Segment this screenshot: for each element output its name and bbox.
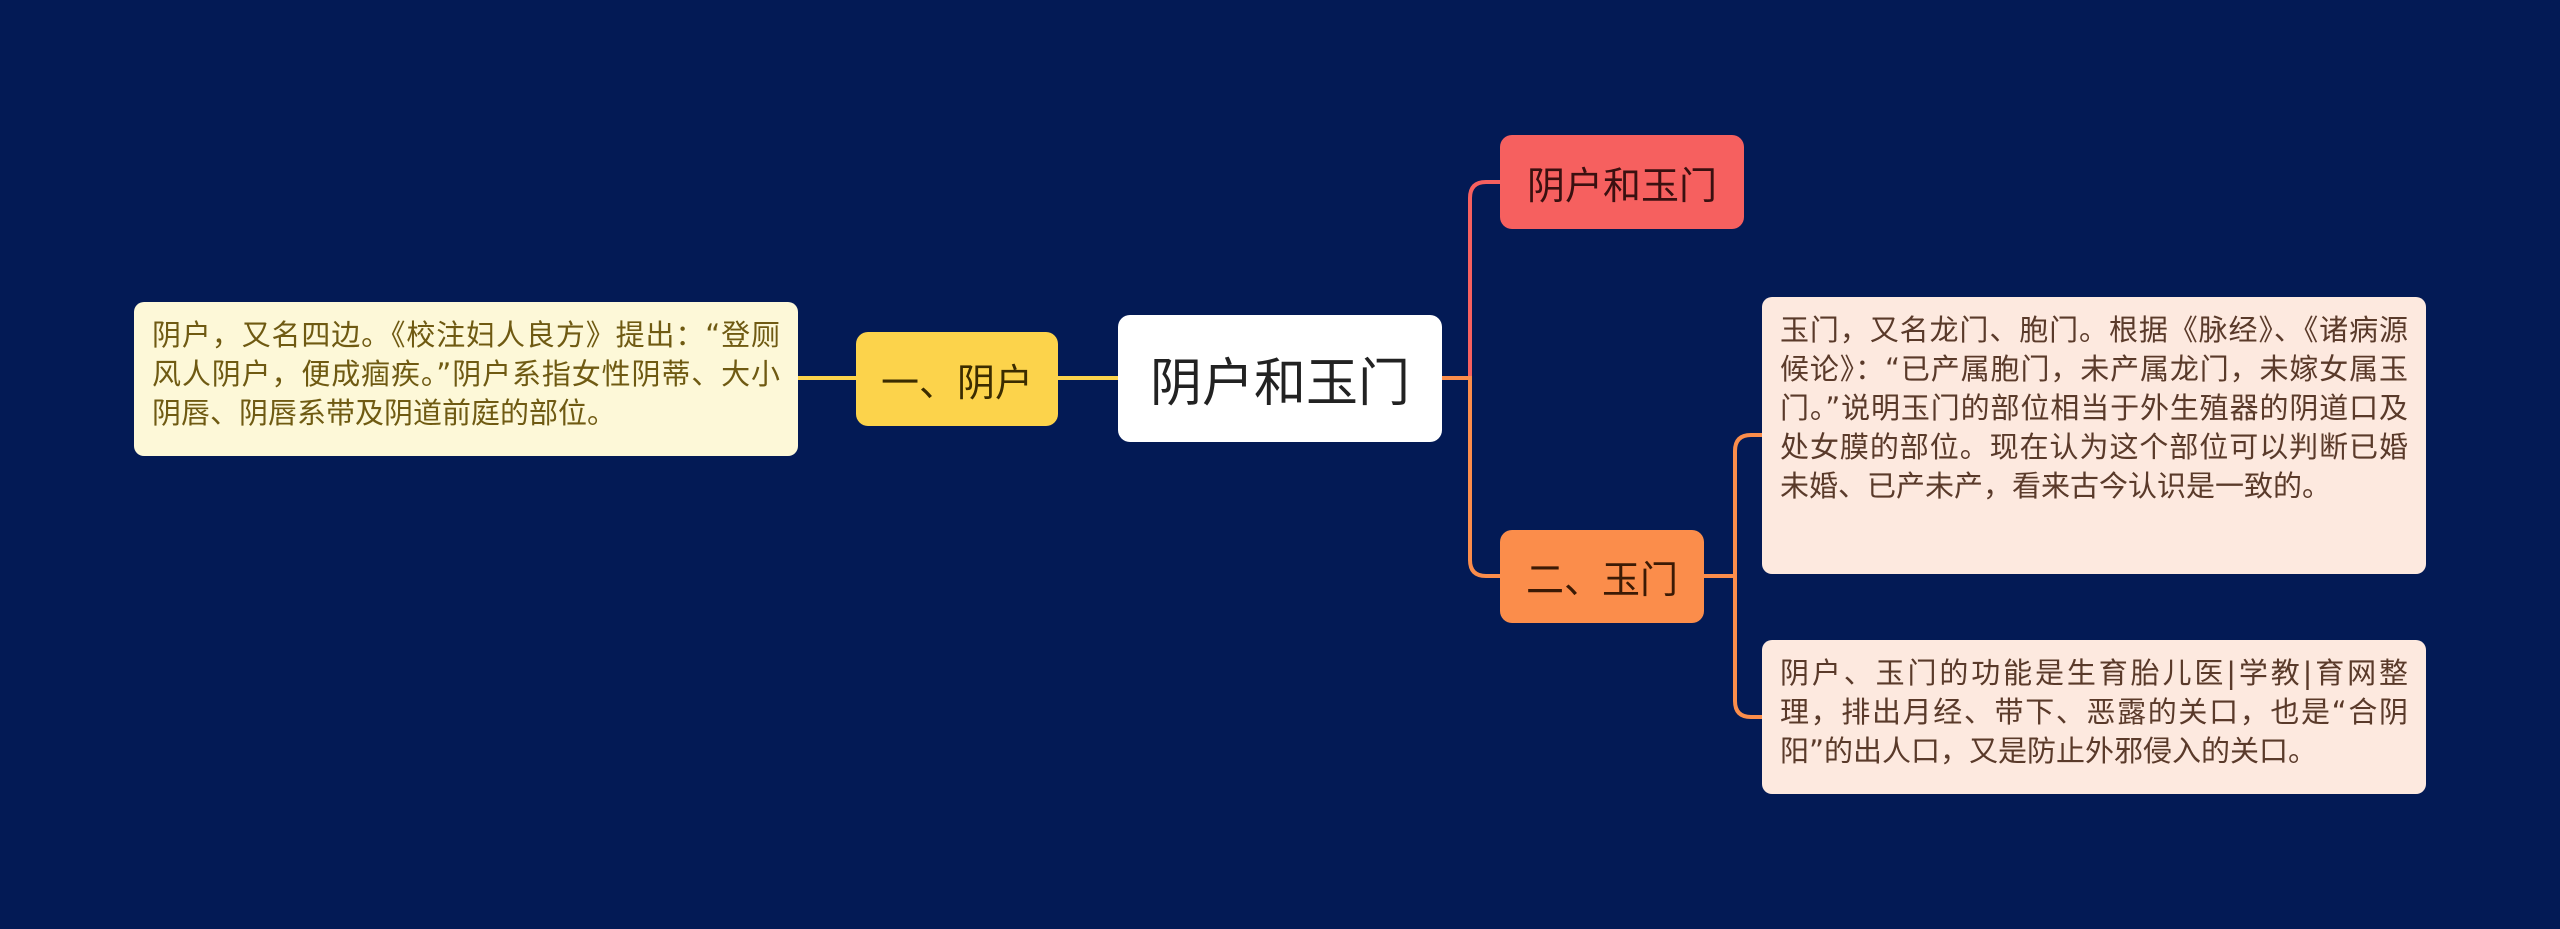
leaf-yumen-text: 玉门，又名龙门、胞门。根据《脉经》、《诸病源候论》：“已产属胞门，未产属龙门，未… bbox=[1780, 313, 2408, 503]
link-root-yumen bbox=[1442, 376, 1500, 578]
root-label: 阴户和玉门 bbox=[1149, 354, 1410, 414]
link-yumen-leaf2 bbox=[1704, 574, 1762, 719]
leaf-node-yumen-desc[interactable]: 玉门，又名龙门、胞门。根据《脉经》、《诸病源候论》：“已产属胞门，未产属龙门，未… bbox=[1762, 297, 2426, 574]
leaf-node-function-desc[interactable]: 阴户、玉门的功能是生育胎儿医|学教|育网整理，排出月经、带下、恶露的关口，也是“… bbox=[1762, 640, 2426, 794]
branch-node-yumen[interactable]: 二、玉门 bbox=[1500, 530, 1704, 623]
link-root-top bbox=[1442, 180, 1500, 380]
leaf-yinhu-text: 阴户，又名四边。《校注妇人良方》提出：“登厕风人阴户，便成痼疾。”阴户系指女性阴… bbox=[152, 318, 780, 430]
branch-yumen-label: 二、玉门 bbox=[1525, 558, 1678, 602]
branch-yinhu-label: 一、阴户 bbox=[880, 360, 1033, 405]
branch-node-yinhu[interactable]: 一、阴户 bbox=[856, 332, 1058, 426]
root-node[interactable]: 阴户和玉门 bbox=[1118, 315, 1442, 442]
branch-node-title[interactable]: 阴户和玉门 bbox=[1500, 135, 1744, 229]
branch-title-label: 阴户和玉门 bbox=[1526, 163, 1717, 208]
leaf-node-yinhu-desc[interactable]: 阴户，又名四边。《校注妇人良方》提出：“登厕风人阴户，便成痼疾。”阴户系指女性阴… bbox=[134, 302, 798, 456]
link-yumen-leaf1 bbox=[1704, 433, 1762, 578]
leaf-function-text: 阴户、玉门的功能是生育胎儿医|学教|育网整理，排出月经、带下、恶露的关口，也是“… bbox=[1780, 656, 2408, 768]
